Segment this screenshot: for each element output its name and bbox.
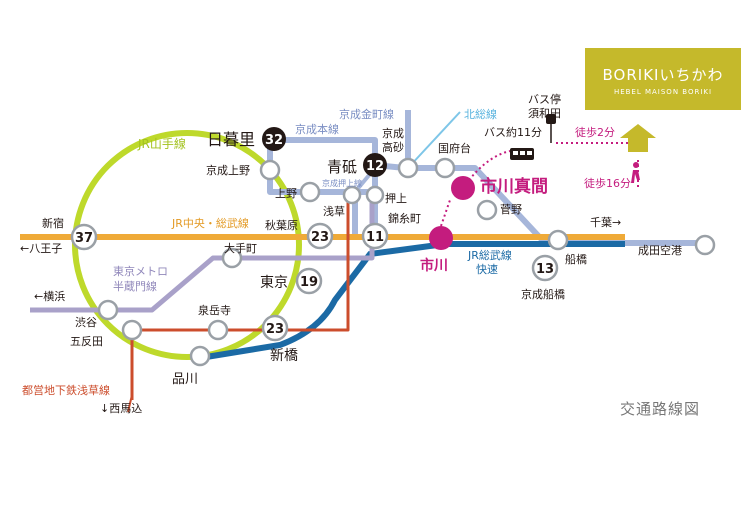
ueno-label: 上野: [275, 187, 297, 200]
direction-nishimagome: ↓西馬込: [100, 402, 142, 415]
badge-aoto: 12: [363, 153, 387, 177]
shinagawa-label: 品川: [172, 372, 198, 387]
asakusa-label: 浅草: [323, 205, 345, 218]
yamanote-line-label: JR山手線: [137, 136, 186, 151]
direction-chiba: 千葉→: [590, 215, 621, 229]
badge-tokyo: 19: [295, 267, 323, 295]
ichikawa-label: 市川: [420, 257, 448, 274]
badge-shimbashi: 23: [261, 314, 289, 342]
metro-line-label-1: 東京メトロ: [113, 264, 168, 278]
kinshicho-label: 錦糸町: [388, 211, 421, 225]
keisei-kanamachi-line-label: 京成金町線: [339, 107, 394, 121]
badge-akihabara-label: 23: [311, 230, 329, 245]
keisei-main-line-label: 京成本線: [295, 122, 339, 136]
asakusa-station: [342, 185, 362, 205]
kokufudai-station: [434, 157, 456, 179]
badge-kinshicho-label: 11: [366, 230, 384, 245]
narita-airport-label: 成田空港: [638, 243, 682, 257]
shimbashi-label: 新橋: [270, 348, 298, 364]
walk-station-label: 徒歩16分: [584, 176, 631, 190]
funabashi-label: 船橋: [565, 252, 587, 266]
nippori-label: 日暮里: [207, 130, 255, 149]
funabashi-jr-station: [547, 229, 569, 251]
shinagawa-station: [189, 345, 211, 367]
sobu-rapid-line: [199, 241, 625, 361]
map-caption: 交通路線図: [620, 400, 701, 418]
oedo-line: [127, 394, 133, 413]
oshiage-label: 押上: [385, 191, 407, 205]
bus-stop-label-1: バス停: [528, 92, 561, 106]
sugano-station: [476, 199, 498, 221]
badge-nippori: 32: [262, 127, 286, 151]
property-arrow-icon: [620, 124, 656, 152]
gotanda-label: 五反田: [70, 335, 103, 348]
oshiage-line-label: 京成押上線: [322, 178, 362, 188]
walk-bus-label: 徒歩2分: [575, 125, 615, 139]
keisei-ueno-station: [259, 159, 281, 181]
badge-funabashi: 13: [531, 254, 559, 282]
bus-icon: [510, 148, 534, 160]
keisei-funabashi-label: 京成船橋: [521, 287, 565, 301]
direction-yokohama: ←横浜: [34, 289, 65, 303]
sobu-rapid-line-label-2: 快速: [476, 263, 498, 276]
sengakuji-station: [207, 319, 229, 341]
badge-nippori-label: 32: [265, 133, 283, 148]
ichikawa-link: [440, 199, 451, 227]
ueno-station: [299, 181, 321, 203]
keisei-takasago-label-1: 京成: [382, 126, 404, 140]
gotanda-station: [121, 319, 143, 341]
hokuso-line: [407, 111, 461, 169]
direction-hachioji: ←八王子: [20, 242, 62, 255]
shinjuku-label: 新宿: [42, 216, 64, 230]
badge-shimbashi-label: 23: [266, 322, 284, 337]
brand-title: BORIKIいちかわ: [602, 66, 724, 84]
metro-line-label-2: 半蔵門線: [113, 279, 157, 293]
badge-tokyo-label: 19: [300, 275, 318, 290]
shibuya-label: 渋谷: [75, 316, 97, 329]
badge-aoto-label: 12: [366, 159, 384, 174]
akihabara-label: 秋葉原: [265, 218, 298, 232]
badge-shinjuku: 37: [70, 223, 98, 251]
badge-funabashi-label: 13: [536, 262, 554, 277]
ichikawa-mama-label: 市川真間: [480, 176, 548, 197]
keisei-takasago-station: [397, 157, 419, 179]
sugano-label: 菅野: [500, 203, 522, 216]
otemachi-station: [221, 247, 243, 269]
ichikawa-station: [429, 226, 453, 250]
badge-akihabara: 23: [306, 222, 334, 250]
walker-icon: [631, 162, 640, 183]
kokufudai-label: 国府台: [438, 141, 471, 155]
sobu-rapid-line-label-1: JR総武線: [467, 248, 512, 262]
hokuso-line-label: 北総線: [464, 107, 497, 121]
sengakuji-label: 泉岳寺: [198, 303, 231, 317]
narita-airport-station: [694, 234, 716, 256]
otemachi-label: 大手町: [224, 241, 257, 255]
keisei-takasago-label-2: 高砂: [382, 140, 404, 154]
property-brand-box: BORIKIいちかわ HEBEL MAISON BORIKI: [585, 48, 741, 110]
keisei-ueno-label: 京成上野: [206, 163, 250, 177]
badge-kinshicho: 11: [361, 222, 389, 250]
bus-time-label: バス約11分: [484, 125, 542, 139]
bus-stop-label-2: 須和田: [528, 107, 561, 120]
bus-stop-icon: [546, 114, 556, 143]
chuo-sobu-line-label: JR中央・総武線: [171, 216, 249, 230]
brand-subtitle: HEBEL MAISON BORIKI: [613, 88, 713, 96]
station-circles: [97, 157, 716, 367]
badge-shinjuku-label: 37: [75, 231, 93, 246]
shibuya-station: [97, 299, 119, 321]
tokyo-label: 東京: [260, 275, 288, 291]
oshiage-station: [365, 185, 385, 205]
aoto-label: 青砥: [327, 158, 357, 176]
asakusa-line-label: 都営地下鉄浅草線: [22, 383, 110, 397]
